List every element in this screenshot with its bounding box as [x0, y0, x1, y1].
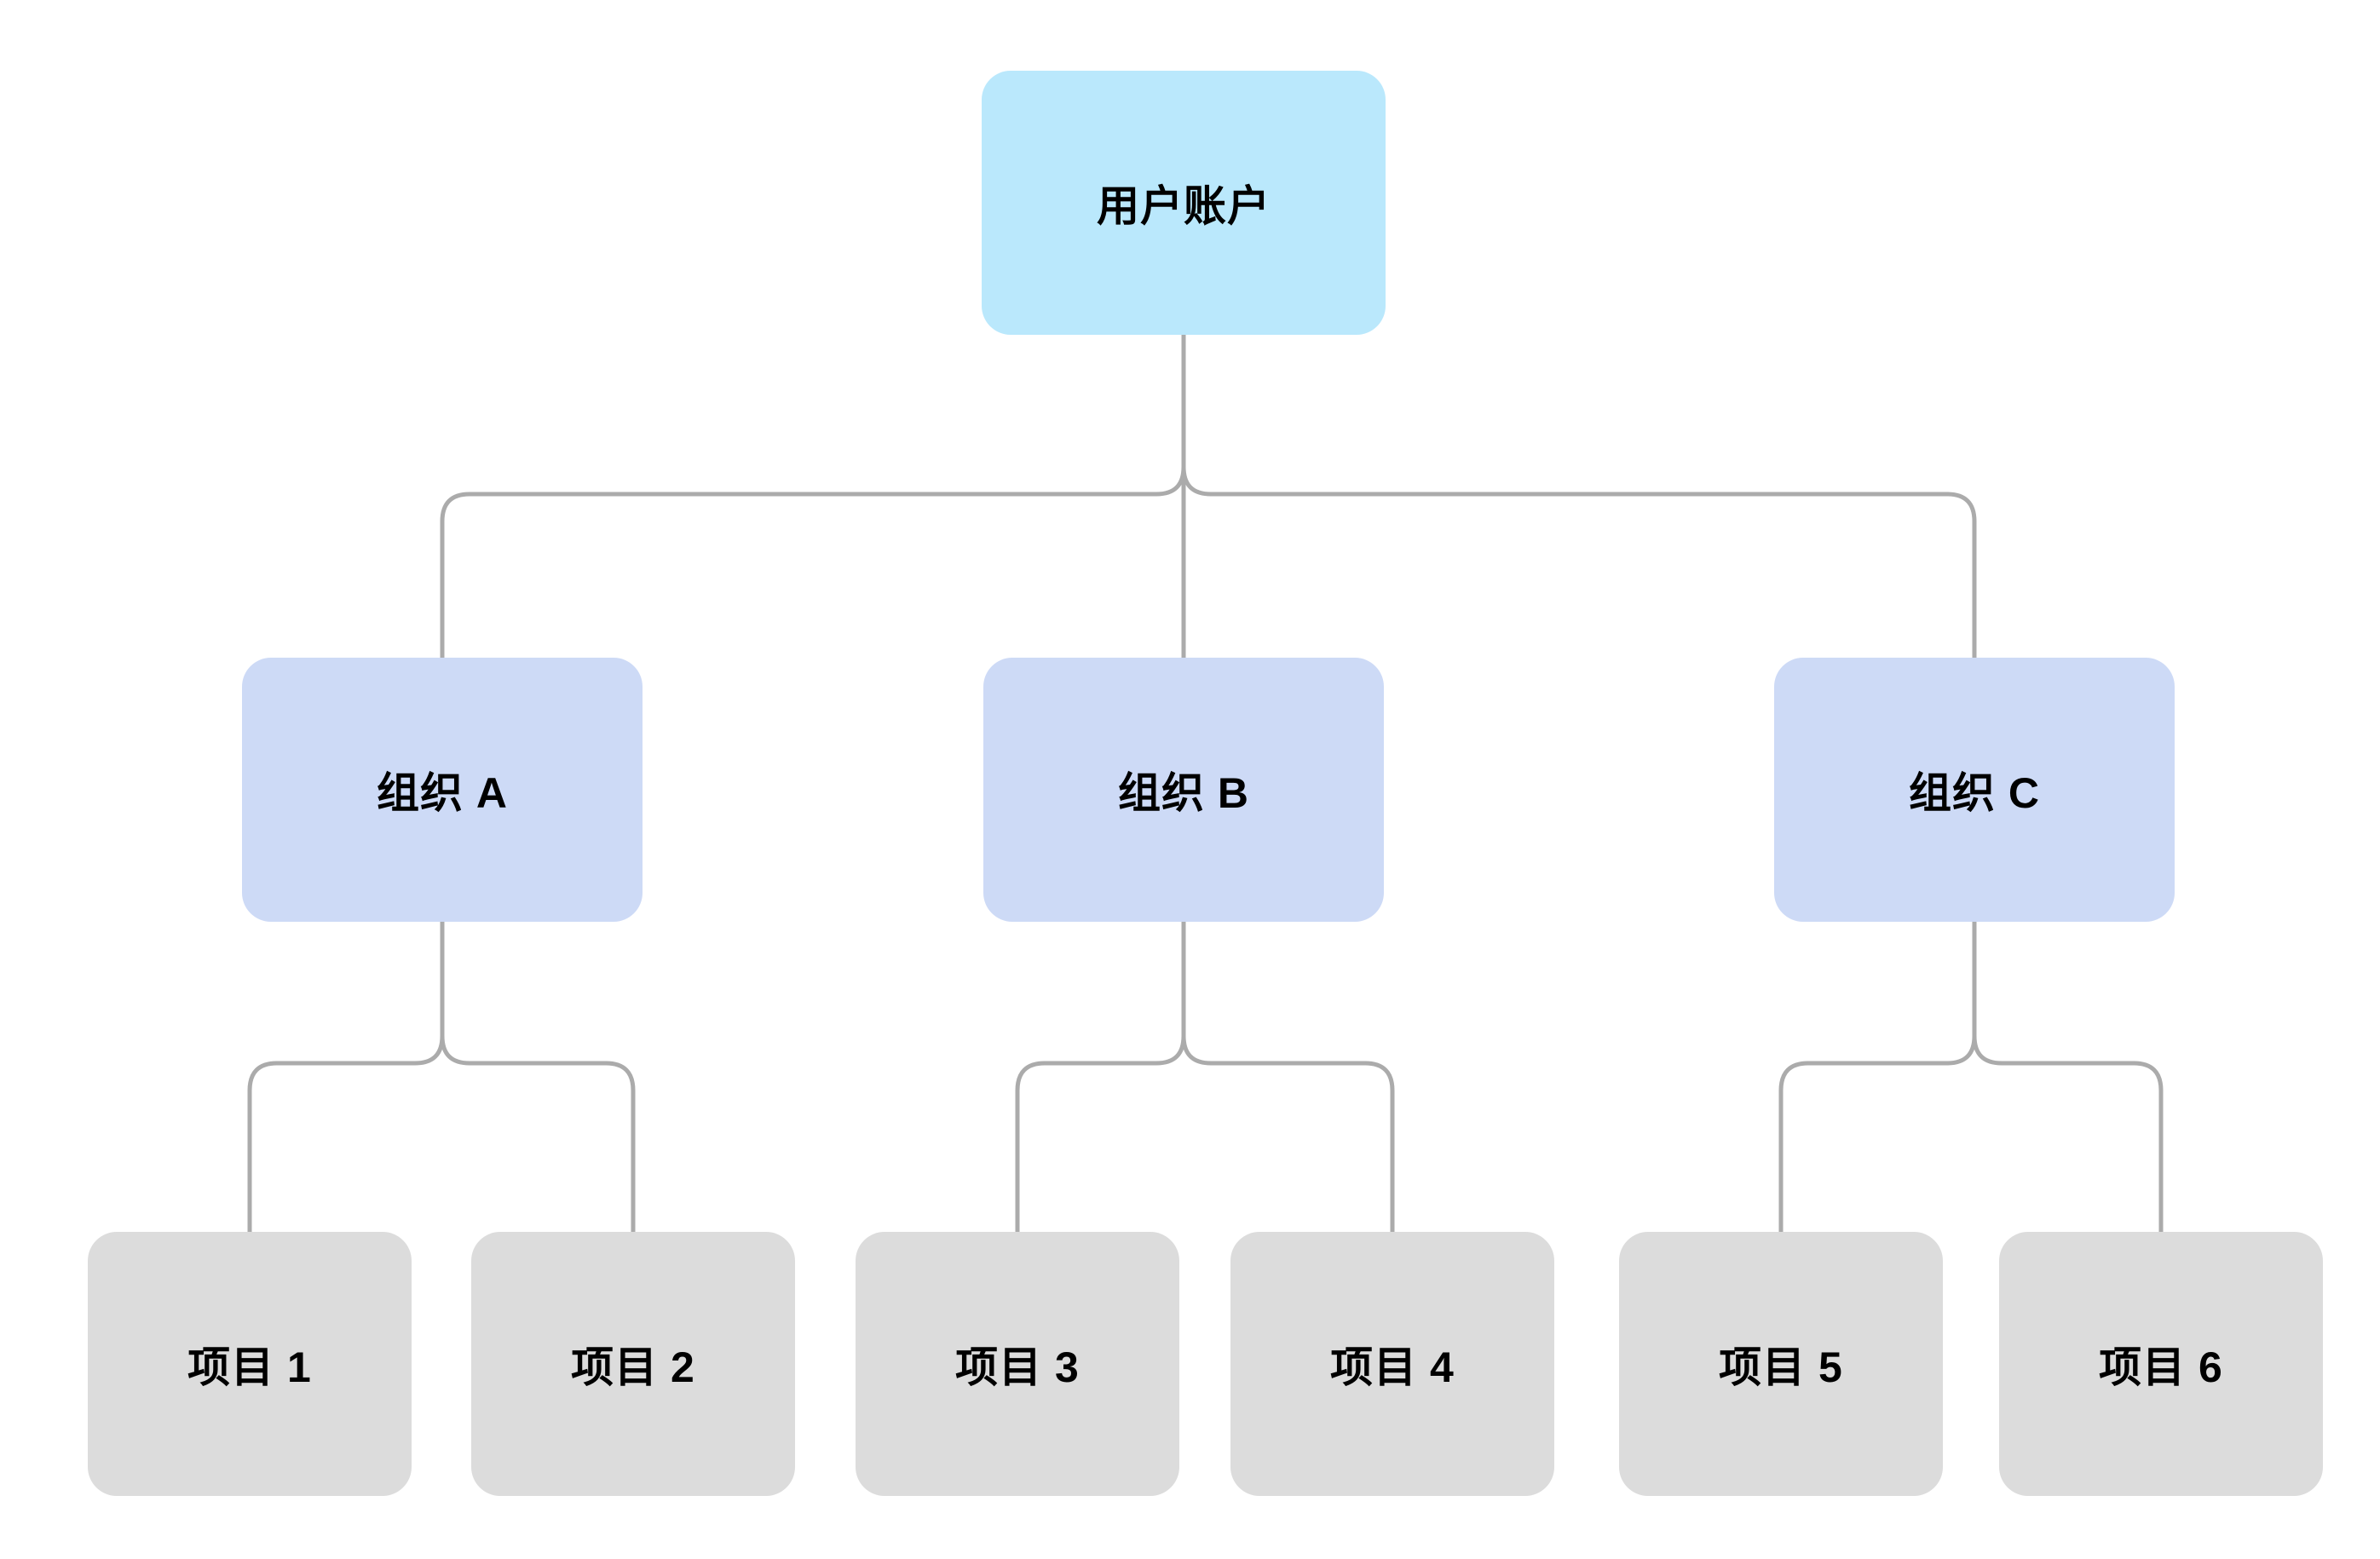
connector-org-c-to-project-5 [1778, 922, 1977, 1232]
connector-org-b-to-project-3 [1015, 922, 1186, 1232]
node-org-c-label: 组织 C [1909, 769, 2040, 817]
node-project-3-label: 项目 3 [955, 1343, 1080, 1391]
node-project-4: 项目 4 [1230, 1232, 1554, 1496]
connector-org-a-to-project-2 [440, 922, 636, 1232]
node-project-2-label: 项目 2 [571, 1343, 695, 1391]
node-org-a-label: 组织 A [377, 769, 508, 817]
node-org-b: 组织 B [983, 658, 1384, 922]
node-project-2: 项目 2 [471, 1232, 795, 1496]
node-project-3: 项目 3 [856, 1232, 1179, 1496]
node-project-6: 项目 6 [1999, 1232, 2323, 1496]
connector-root-to-org-c [1181, 335, 1977, 658]
node-org-c: 组织 C [1774, 658, 2175, 922]
node-org-a: 组织 A [242, 658, 643, 922]
node-project-5-label: 项目 5 [1719, 1343, 1843, 1391]
node-project-1: 项目 1 [88, 1232, 412, 1496]
node-user-account-label: 用户账户 [1097, 182, 1271, 230]
node-org-b-label: 组织 B [1118, 769, 1249, 817]
node-user-account: 用户账户 [982, 71, 1386, 335]
node-project-5: 项目 5 [1619, 1232, 1943, 1496]
connector-org-b-to-project-4 [1181, 922, 1395, 1232]
node-project-4-label: 项目 4 [1330, 1343, 1455, 1391]
node-project-1-label: 项目 1 [187, 1343, 312, 1391]
connector-root-to-org-a [440, 335, 1186, 658]
connector-org-c-to-project-6 [1972, 922, 2164, 1232]
connector-org-a-to-project-1 [247, 922, 445, 1232]
node-project-6-label: 项目 6 [2099, 1343, 2223, 1391]
